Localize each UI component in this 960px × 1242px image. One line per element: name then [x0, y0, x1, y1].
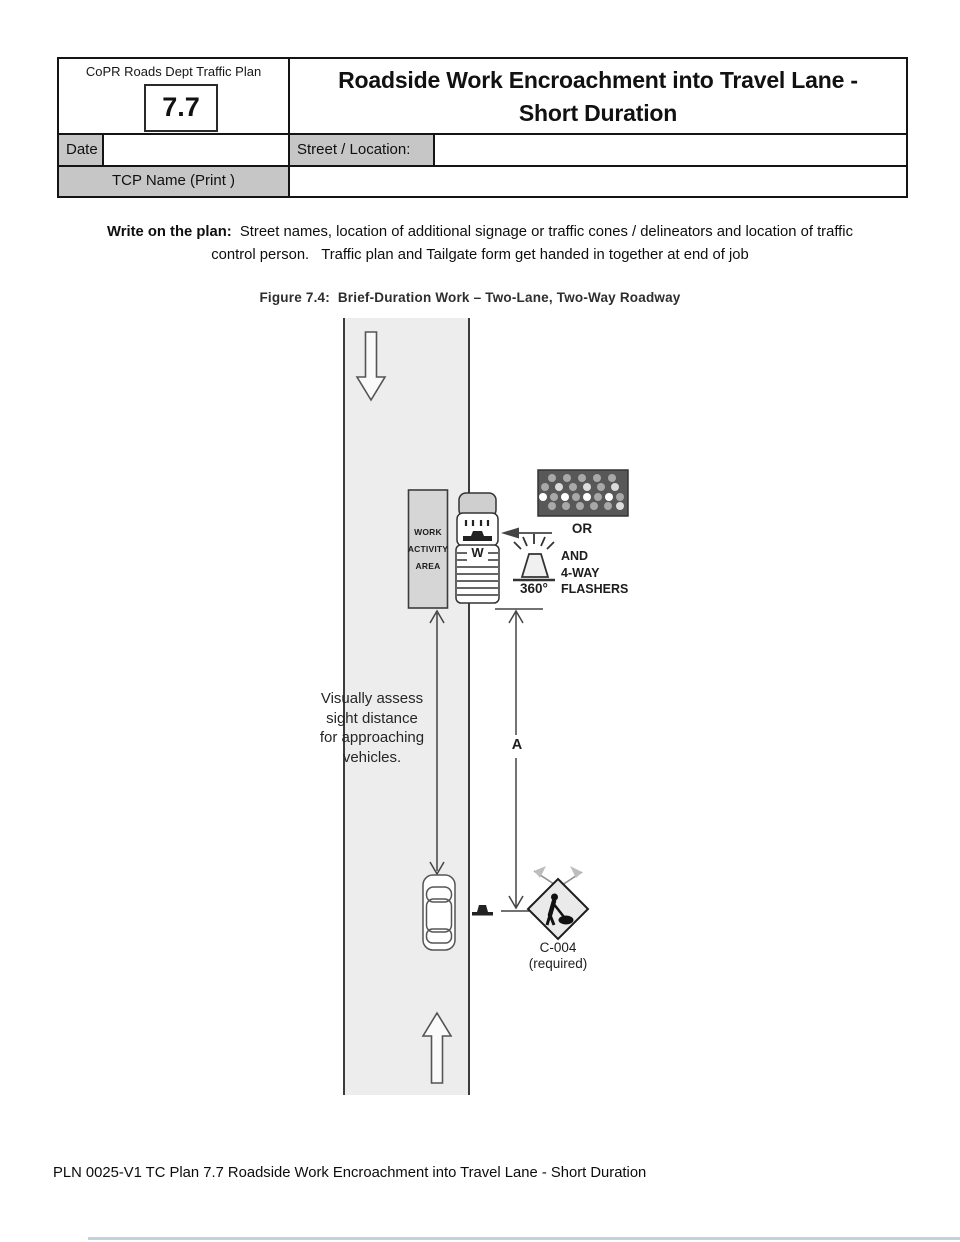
work-vehicle-icon — [455, 492, 500, 604]
flashing-arrow-board-icon — [537, 469, 629, 517]
plan-number-box: 7.7 — [144, 84, 218, 132]
roadway — [343, 318, 470, 1095]
plan-number: 7.7 — [162, 92, 200, 122]
downbound-lane-arrow-icon — [355, 331, 387, 402]
org-label: CoPR Roads Dept Traffic Plan — [85, 64, 262, 79]
tcp-input-cell[interactable] — [288, 165, 908, 198]
street-input-cell[interactable] — [433, 133, 908, 167]
plan-id-cell: CoPR Roads Dept Traffic Plan 7.7 — [57, 57, 290, 135]
instructions-line-1: Write on the plan: Street names, locatio… — [48, 221, 912, 244]
beacon-360-label: 360° — [520, 581, 548, 596]
c004-required-label: (required) — [528, 956, 588, 971]
rotating-beacon-icon — [513, 534, 555, 582]
date-label: Date — [66, 141, 98, 158]
scan-edge-artifact — [88, 1237, 960, 1240]
work-vehicle-letter: W — [471, 545, 484, 560]
sight-distance-arrow — [429, 609, 445, 876]
work-activity-area-box — [407, 489, 449, 609]
pointer-arrow-icon — [501, 527, 552, 539]
upbound-lane-arrow-icon — [421, 1011, 453, 1084]
tcp-label: TCP Name (Print ) — [111, 172, 236, 189]
approaching-car-icon — [422, 874, 456, 951]
c004-sign-icon — [526, 866, 590, 941]
four-way-flashers-label: AND 4-WAY FLASHERS — [561, 549, 629, 596]
sight-distance-note: Visually assess sight distance for appro… — [319, 690, 425, 766]
c004-sign-id: C-004 — [539, 940, 577, 955]
street-label: Street / Location: — [297, 141, 411, 158]
tcp-label-cell: TCP Name (Print ) — [57, 165, 290, 198]
work-area-label: WORK ACTIVITY AREA — [407, 527, 449, 571]
instructions-lead: Write on the plan: — [107, 224, 232, 240]
document-footer: PLN 0025-V1 TC Plan 7.7 Roadside Work En… — [53, 1165, 647, 1181]
title-cell: Roadside Work Encroachment into Travel L… — [288, 57, 908, 135]
sign-location-marker-icon — [472, 905, 493, 916]
instructions-line1-rest: Street names, location of additional sig… — [231, 224, 853, 240]
instructions-line-2: control person. Traffic plan and Tailgat… — [211, 247, 749, 263]
or-label: OR — [571, 521, 593, 536]
instructions: Write on the plan: Street names, locatio… — [48, 221, 912, 267]
page-title: Roadside Work Encroachment into Travel L… — [338, 67, 858, 126]
dimension-a-line — [495, 608, 543, 912]
figure-caption: Figure 7.4: Brief-Duration Work – Two-La… — [259, 290, 681, 305]
dimension-a-label: A — [511, 737, 523, 753]
